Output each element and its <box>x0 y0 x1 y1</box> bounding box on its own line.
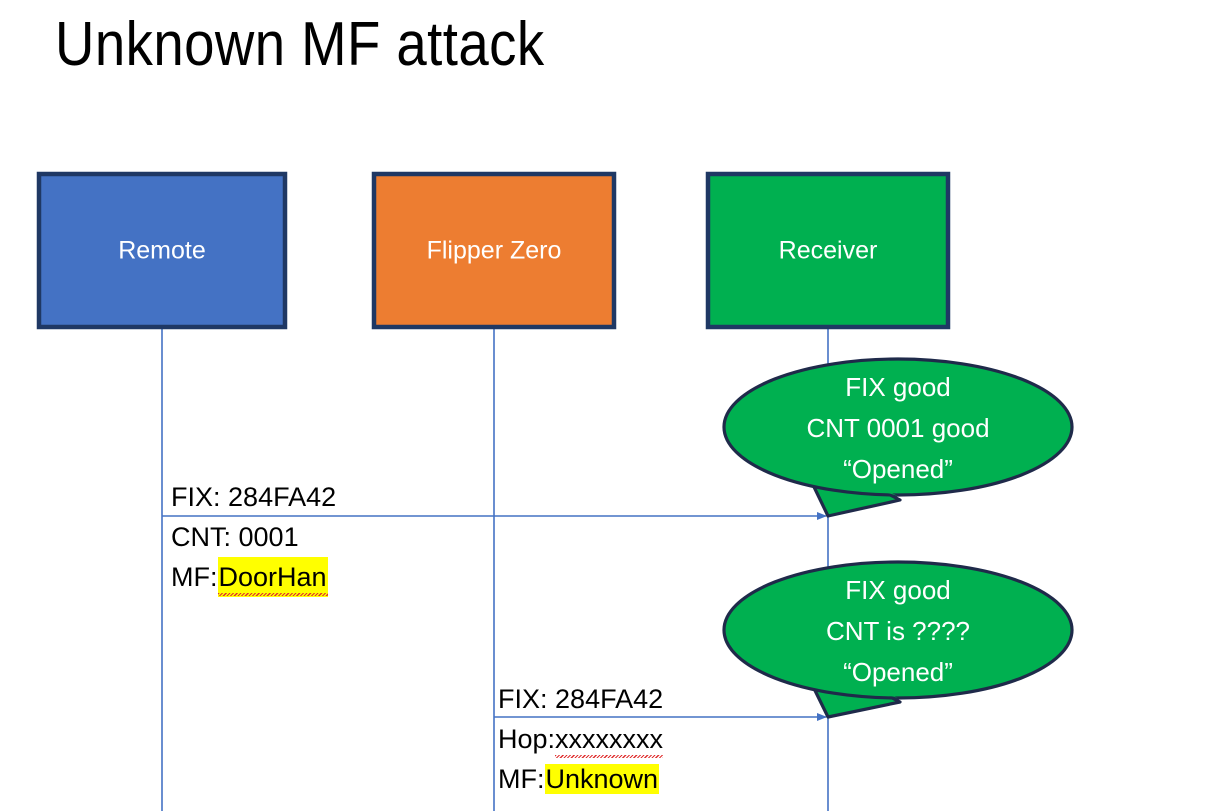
message-1-line-3-value: DoorHan <box>217 557 328 597</box>
message-1-line-2: CNT: 0001 <box>171 517 336 557</box>
bubble-1-line-2: CNT 0001 good <box>806 413 989 443</box>
actor-box-receiver[interactable]: Receiver <box>705 171 951 330</box>
actor-box-remote[interactable]: Remote <box>36 171 288 330</box>
actor-label-receiver: Receiver <box>779 237 878 265</box>
message-2-text-block: FIX: 284FA42 Hop:xxxxxxxx MF:Unknown <box>498 679 663 799</box>
speech-bubble-2[interactable]: FIX good CNT is ???? “Opened” <box>722 560 1074 719</box>
actor-label-flipper: Flipper Zero <box>427 237 562 265</box>
message-1-line-2-label: CNT: <box>171 522 231 552</box>
bubble-body-1 <box>722 357 1074 497</box>
bubble-1-line-3: “Opened” <box>843 454 953 484</box>
message-1-line-1-value: 284FA42 <box>228 482 337 512</box>
message-2-line-2: Hop:xxxxxxxx <box>498 719 664 759</box>
page-title: Unknown MF attack <box>55 10 545 79</box>
message-2-line-2-label: Hop: <box>498 724 556 754</box>
actor-box-flipper[interactable]: Flipper Zero <box>371 171 617 330</box>
message-2-line-3-label: MF: <box>498 764 545 794</box>
message-2-line-1-value: 284FA42 <box>555 684 664 714</box>
message-1-line-3-label: MF: <box>171 562 218 592</box>
bubble-2-line-3: “Opened” <box>843 657 953 687</box>
bubble-1-line-1: FIX good <box>845 372 951 402</box>
actor-label-remote: Remote <box>118 237 206 265</box>
message-2-line-3-value: Unknown <box>544 764 660 794</box>
speech-bubble-1[interactable]: FIX good CNT 0001 good “Opened” <box>722 357 1074 518</box>
bubble-2-line-2: CNT is ???? <box>826 616 970 646</box>
message-1-line-1: FIX: 284FA42 <box>171 477 336 517</box>
message-2-line-3: MF:Unknown <box>498 759 663 799</box>
message-1-line-1-label: FIX: <box>171 482 221 512</box>
message-1-line-2-value: 0001 <box>238 522 299 552</box>
message-1-line-3: MF:DoorHan <box>171 557 336 597</box>
message-1-text-block: FIX: 284FA42 CNT: 0001 MF:DoorHan <box>171 477 336 597</box>
bubble-2-line-1: FIX good <box>845 575 951 605</box>
message-2-line-1: FIX: 284FA42 <box>498 679 663 719</box>
message-2-line-2-value: xxxxxxxx <box>555 719 664 759</box>
message-2-line-1-label: FIX: <box>498 684 548 714</box>
